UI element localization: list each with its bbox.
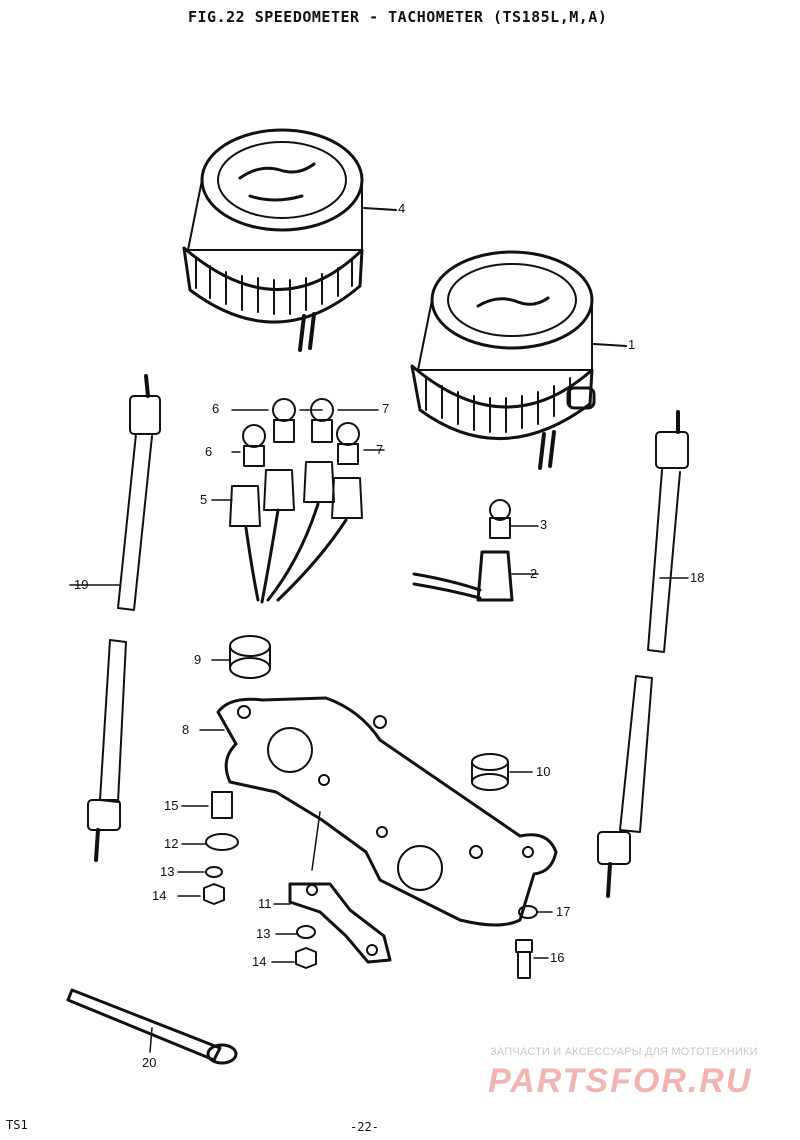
cable-band: [66, 988, 238, 1065]
callout-6-lower: 6: [205, 444, 213, 459]
callout-15: 15: [164, 798, 179, 813]
meter-bracket: [199, 696, 558, 927]
callout-17: 17: [556, 904, 571, 919]
tachometer-cable: [597, 410, 689, 898]
callout-20: 20: [142, 1055, 157, 1070]
callout-19: 19: [74, 577, 89, 592]
callout-13-right: 13: [256, 926, 271, 941]
callout-14-left: 14: [152, 888, 167, 903]
callout-3: 3: [540, 517, 548, 532]
callout-1: 1: [628, 337, 636, 352]
left-hardware: [177, 791, 239, 905]
page-number: -22-: [350, 1120, 379, 1134]
figure-title: FIG.22 SPEEDOMETER - TACHOMETER (TS185L,…: [188, 8, 608, 26]
callout-16: 16: [550, 950, 565, 965]
tachometer-assembly: [410, 250, 627, 470]
speedometer-cable: [69, 374, 161, 862]
callout-2: 2: [530, 566, 538, 581]
callout-7-upper: 7: [382, 401, 390, 416]
footer-model-code: TS1: [6, 1118, 28, 1132]
bolt-and-nut: [515, 905, 553, 979]
watermark-logo-text: PARTSFOR.RU: [488, 1062, 752, 1100]
callout-8: 8: [182, 722, 190, 737]
callout-7-lower: 7: [376, 442, 384, 457]
callout-5: 5: [200, 492, 208, 507]
callout-12: 12: [164, 836, 179, 851]
stay-plate: [271, 811, 392, 969]
callout-6-upper: 6: [212, 401, 220, 416]
callout-11: 11: [258, 896, 272, 911]
callout-13-left: 13: [160, 864, 175, 879]
speedometer-assembly: [182, 128, 397, 352]
callout-9: 9: [194, 652, 202, 667]
cap: [471, 753, 533, 791]
watermark-tagline: ЗАПЧАСТИ И АКСЕССУАРЫ ДЛЯ МОТОТЕХНИКИ: [490, 1046, 758, 1058]
bulbs-and-sockets: [211, 398, 539, 604]
cushion: [211, 635, 271, 679]
watermark-logo: PARTSFOR.RU: [488, 1062, 752, 1100]
callout-14-right: 14: [252, 954, 267, 969]
callout-4: 4: [398, 201, 406, 216]
callout-10: 10: [536, 764, 551, 779]
callout-18: 18: [690, 570, 705, 585]
